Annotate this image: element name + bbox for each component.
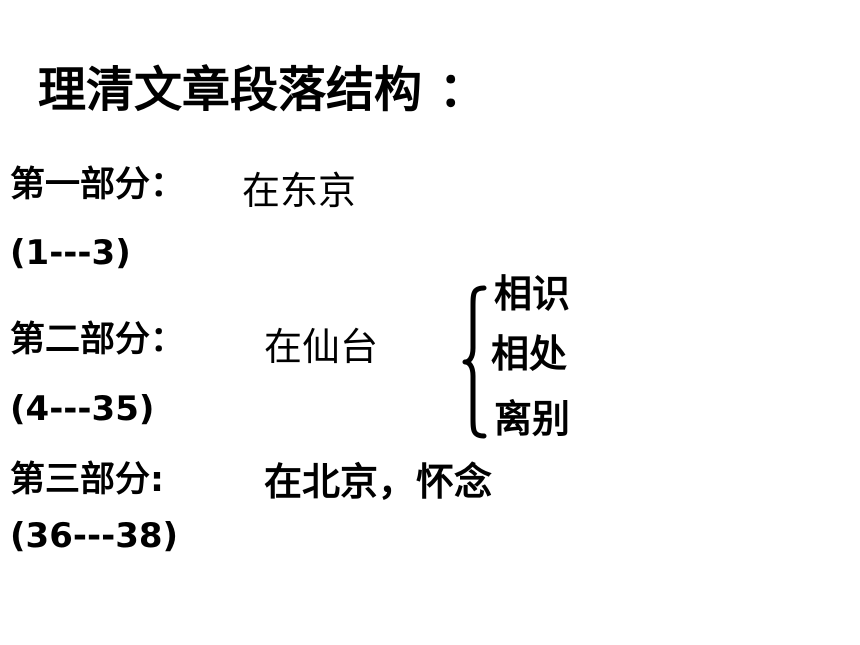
sub-item-acquaint: 相识 [494,272,571,316]
sub-item-together: 相处 [491,332,568,376]
part-3-content: 在北京，怀念 [264,460,493,504]
left-curly-brace-icon [462,285,487,439]
part-1-content: 在东京 [242,169,357,213]
part-2-label: 第二部分： [10,320,186,360]
part-3-label: 第三部分: [10,460,164,500]
slide-title: 理清文章段落结构 ： [38,62,487,118]
part-3-range: (36---38) [10,516,179,556]
part-1-label: 第一部分： [10,165,186,205]
sub-item-farewell: 离别 [494,397,571,441]
part-1-range: (1---3) [10,233,131,273]
part-2-content: 在仙台 [264,325,379,369]
part-2-range: (4---35) [10,389,155,429]
